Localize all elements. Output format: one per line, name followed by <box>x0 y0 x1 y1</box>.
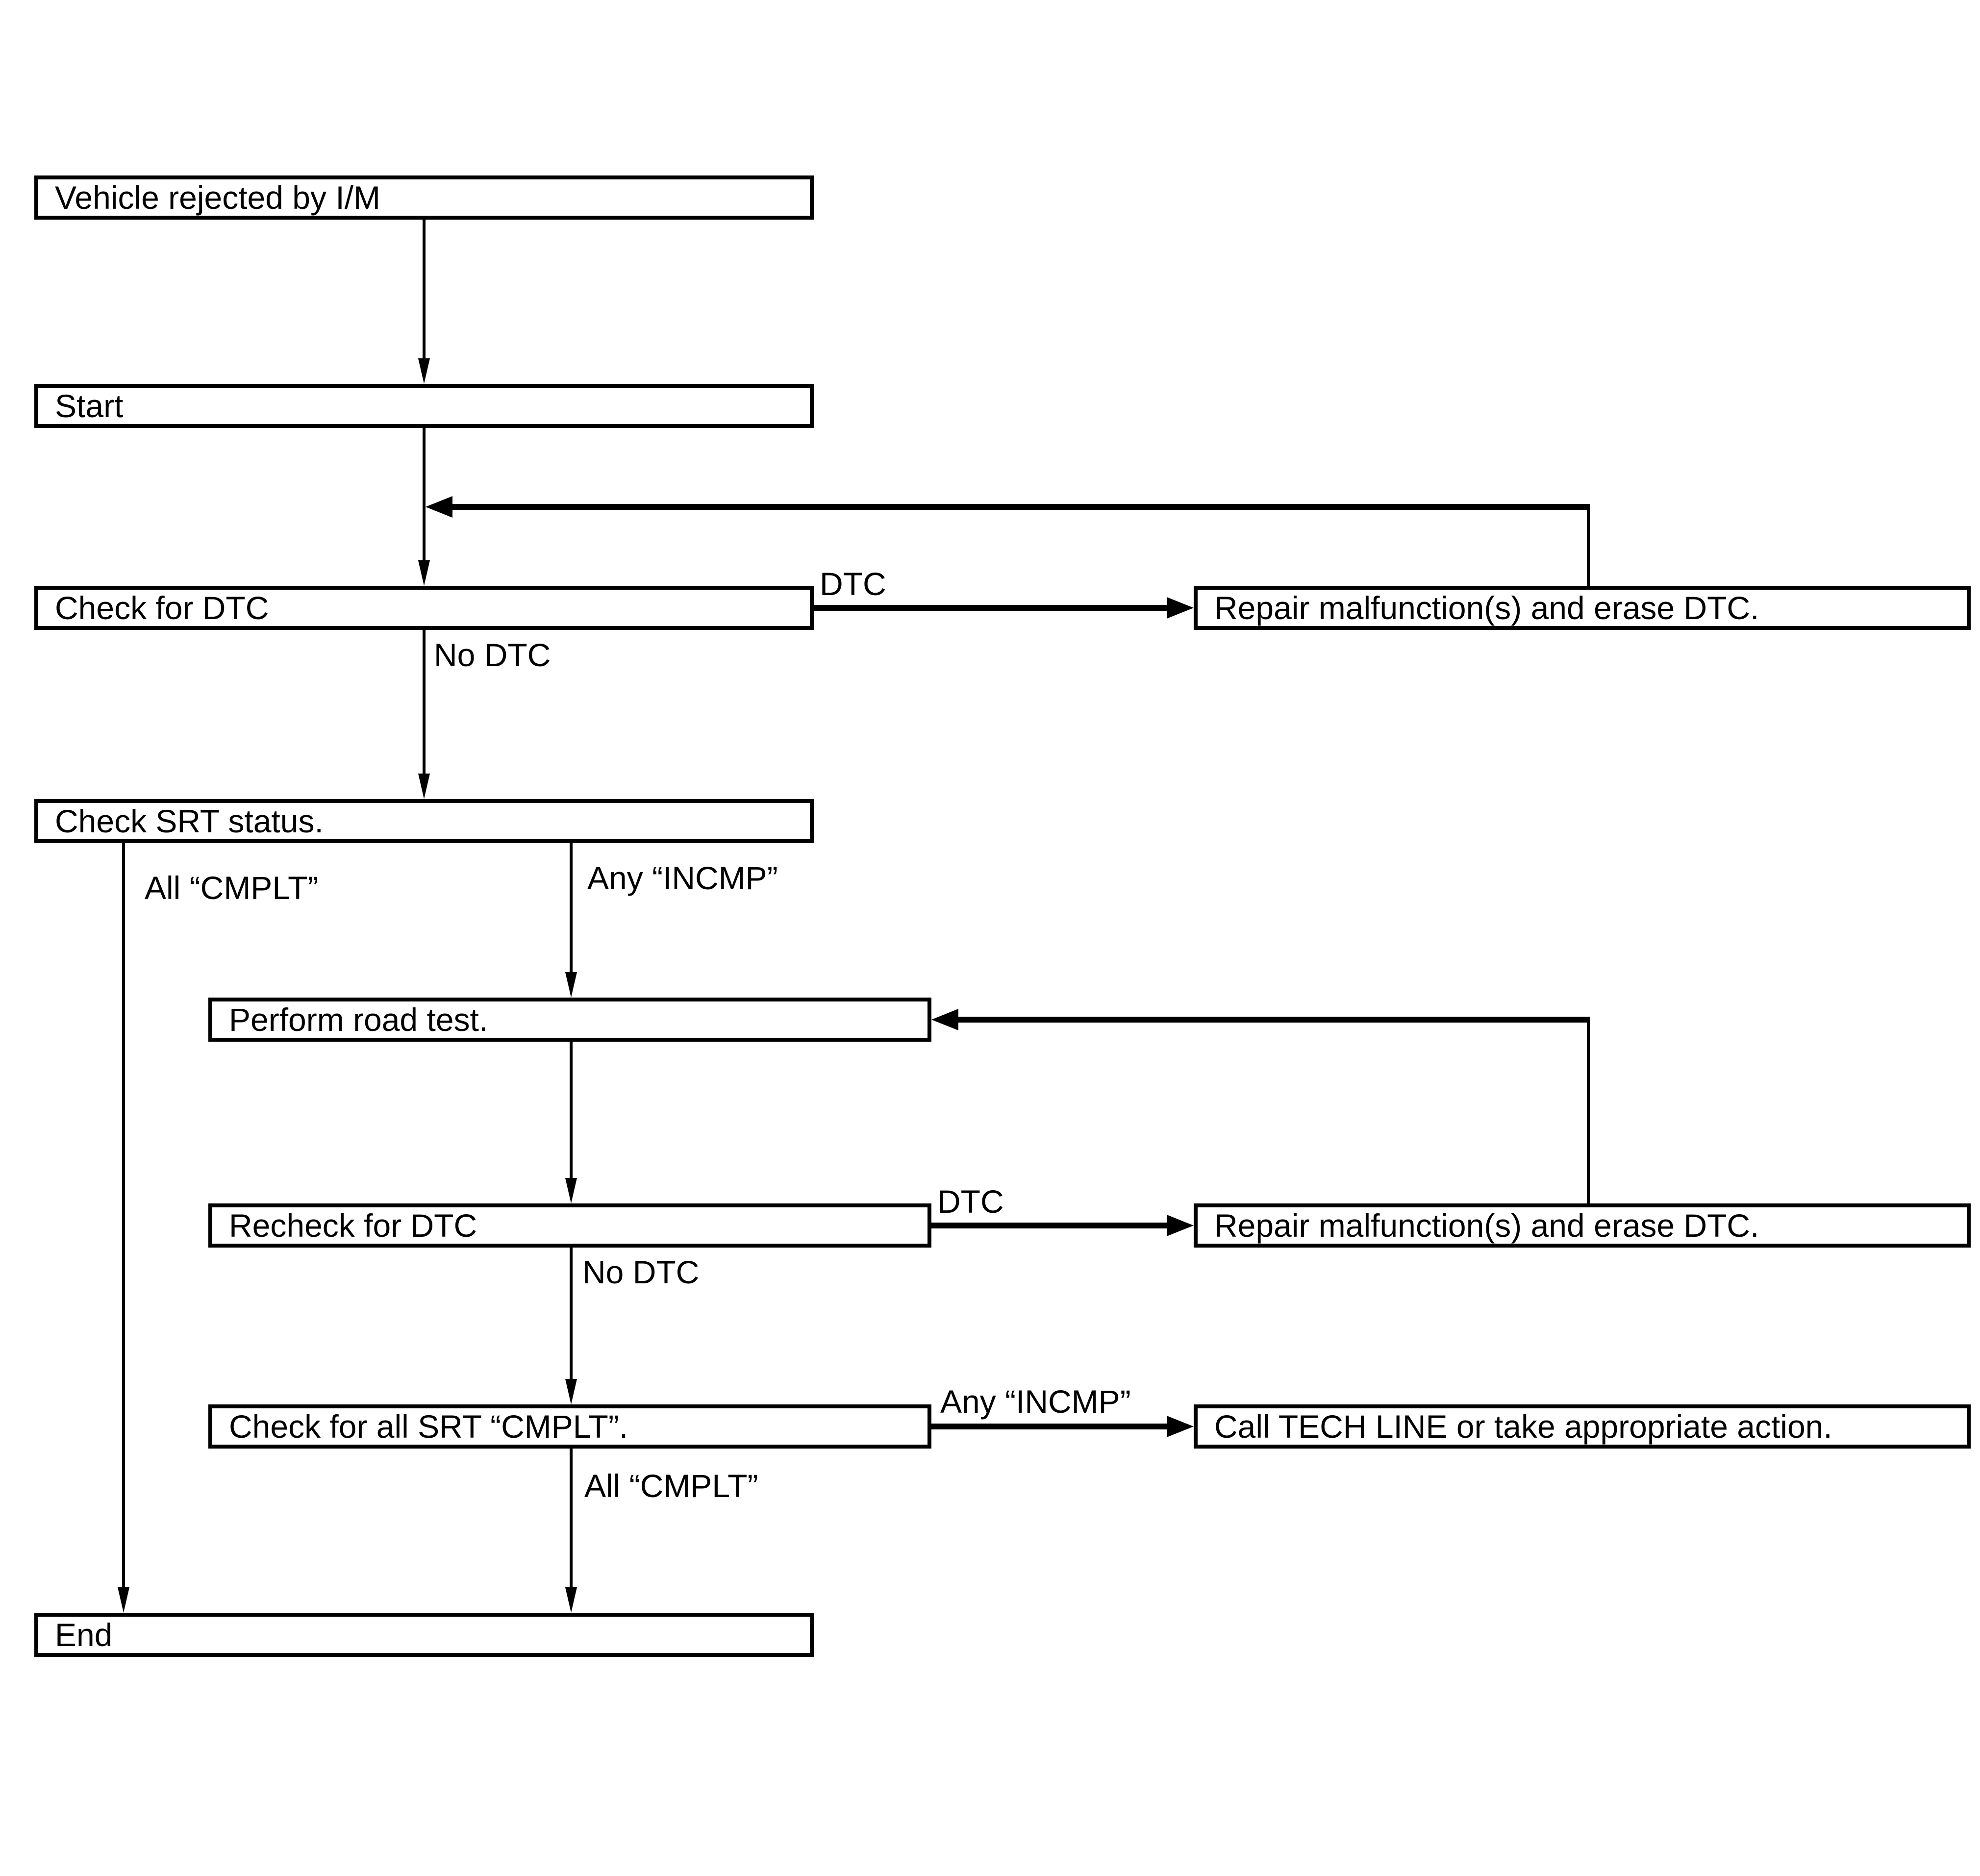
edge-start-to-checkdtc-line <box>423 428 426 561</box>
edge-label-all-cmplt-1: All “CMPLT” <box>145 870 319 906</box>
node-check-all-srt-cmplt-label: Check for all SRT “CMPLT”. <box>229 1408 628 1445</box>
node-repair-erase-dtc-2-label: Repair malfunction(s) and erase DTC. <box>1214 1207 1759 1244</box>
edge-checkdtc-to-checksrt-arrowhead-icon <box>418 774 430 799</box>
node-start: Start <box>34 384 814 428</box>
edge-checksrt-to-roadtest-line <box>570 843 573 973</box>
edge-recheck-to-checkall-line <box>570 1248 573 1380</box>
edge-label-no-dtc-1: No DTC <box>434 637 551 673</box>
edge-checksrt-to-end-arrowhead-icon <box>118 1587 129 1613</box>
edge-repair2-return-arrowhead-icon <box>931 1009 958 1030</box>
edge-checkdtc-to-repair1-arrowhead-icon <box>1167 597 1194 619</box>
node-end: End <box>34 1613 814 1657</box>
edge-checkdtc-to-repair1-line <box>814 605 1169 611</box>
edge-checksrt-to-end-line <box>122 843 125 1588</box>
edge-start-to-checkdtc-arrowhead-icon <box>418 560 430 586</box>
edge-repair1-return-horizontal-line <box>450 504 1590 510</box>
edge-label-dtc-1: DTC <box>820 566 886 602</box>
node-recheck-for-dtc: Recheck for DTC <box>208 1203 931 1248</box>
edge-repair1-return-vertical-line <box>1587 504 1590 586</box>
node-repair-erase-dtc-1: Repair malfunction(s) and erase DTC. <box>1194 586 1971 630</box>
edge-label-dtc-2: DTC <box>937 1183 1004 1220</box>
node-call-tech-line-label: Call TECH LINE or take appropriate actio… <box>1214 1408 1832 1445</box>
node-check-srt-status: Check SRT status. <box>34 799 814 843</box>
node-perform-road-test-label: Perform road test. <box>229 1001 488 1038</box>
edge-checkall-to-end-line <box>570 1449 573 1588</box>
node-end-label: End <box>55 1617 113 1653</box>
node-check-for-dtc-label: Check for DTC <box>55 590 269 626</box>
edge-roadtest-to-recheck-line <box>570 1042 573 1179</box>
edge-recheck-to-repair2-line <box>931 1223 1169 1228</box>
node-call-tech-line: Call TECH LINE or take appropriate actio… <box>1194 1404 1971 1449</box>
node-vehicle-rejected: Vehicle rejected by I/M <box>34 175 814 220</box>
edge-repair2-return-horizontal-line <box>956 1017 1590 1023</box>
edge-checksrt-to-roadtest-arrowhead-icon <box>565 972 577 998</box>
edge-vehicle-to-start-line <box>423 220 426 359</box>
edge-checkall-to-techline-line <box>931 1424 1169 1429</box>
edge-label-no-dtc-2: No DTC <box>582 1254 700 1290</box>
edge-checkall-to-techline-arrowhead-icon <box>1167 1416 1194 1437</box>
edge-recheck-to-checkall-arrowhead-icon <box>565 1379 577 1404</box>
edge-checkall-to-end-arrowhead-icon <box>565 1587 577 1613</box>
edge-repair2-return-vertical-line <box>1587 1017 1590 1203</box>
edge-label-any-incmp-2: Any “INCMP” <box>940 1383 1131 1420</box>
edge-checkdtc-to-checksrt-line <box>423 630 426 775</box>
node-check-all-srt-cmplt: Check for all SRT “CMPLT”. <box>208 1404 931 1449</box>
node-check-srt-status-label: Check SRT status. <box>55 803 324 839</box>
node-vehicle-rejected-label: Vehicle rejected by I/M <box>55 179 380 216</box>
edge-roadtest-to-recheck-arrowhead-icon <box>565 1178 577 1203</box>
node-check-for-dtc: Check for DTC <box>34 586 814 630</box>
edge-repair1-return-arrowhead-icon <box>426 496 452 518</box>
edge-label-all-cmplt-2: All “CMPLT” <box>584 1468 758 1504</box>
node-repair-erase-dtc-2: Repair malfunction(s) and erase DTC. <box>1194 1203 1971 1248</box>
node-recheck-for-dtc-label: Recheck for DTC <box>229 1207 477 1244</box>
node-perform-road-test: Perform road test. <box>208 998 931 1042</box>
node-repair-erase-dtc-1-label: Repair malfunction(s) and erase DTC. <box>1214 590 1759 626</box>
node-start-label: Start <box>55 388 124 424</box>
edge-vehicle-to-start-arrowhead-icon <box>418 358 430 384</box>
edge-label-any-incmp-1: Any “INCMP” <box>587 860 778 896</box>
edge-recheck-to-repair2-arrowhead-icon <box>1167 1215 1194 1236</box>
